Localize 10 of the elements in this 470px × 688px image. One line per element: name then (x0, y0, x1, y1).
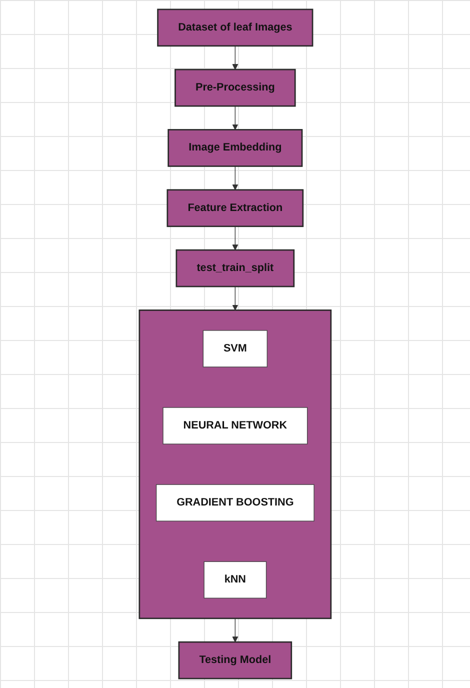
process-box: GRADIENT BOOSTING (156, 484, 314, 522)
process-box: Image Embedding (167, 129, 303, 167)
process-box: Feature Extraction (166, 189, 304, 228)
process-box: kNN (204, 561, 266, 598)
process-box: Dataset of leaf Images (156, 8, 314, 47)
process-box: Testing Model (178, 641, 292, 680)
process-box: NEURAL NETWORK (162, 407, 308, 444)
process-box: SVM (202, 330, 268, 368)
process-box: Pre-Processing (174, 68, 296, 107)
process-box: test_train_split (176, 249, 294, 288)
